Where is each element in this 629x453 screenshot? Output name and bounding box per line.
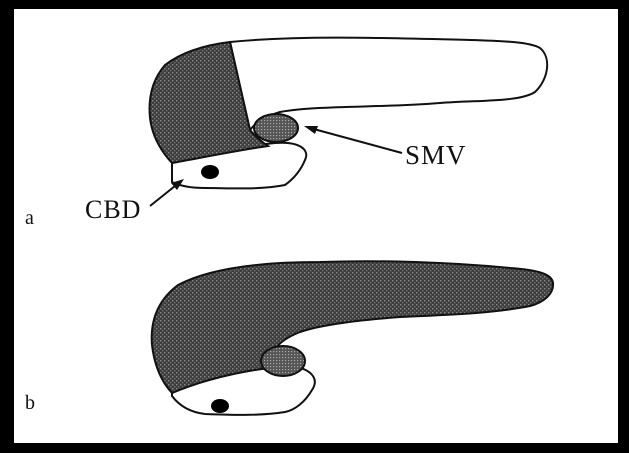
panel-b-drawing	[152, 261, 553, 415]
cbd-duct-b	[211, 399, 229, 413]
panel-a-drawing	[150, 38, 548, 206]
smv-arrowhead-a	[304, 126, 318, 134]
smv-arrow-a	[310, 128, 402, 153]
panel-letter-a: a	[25, 207, 34, 230]
smv-vessel-b	[261, 346, 305, 376]
smv-label: SMV	[405, 140, 467, 171]
panel-letter-b: b	[25, 392, 35, 415]
cbd-duct-a	[201, 165, 219, 179]
shaded-pancreas-b	[152, 261, 553, 393]
cbd-label: CBD	[85, 195, 141, 225]
smv-vessel-a	[254, 114, 298, 142]
